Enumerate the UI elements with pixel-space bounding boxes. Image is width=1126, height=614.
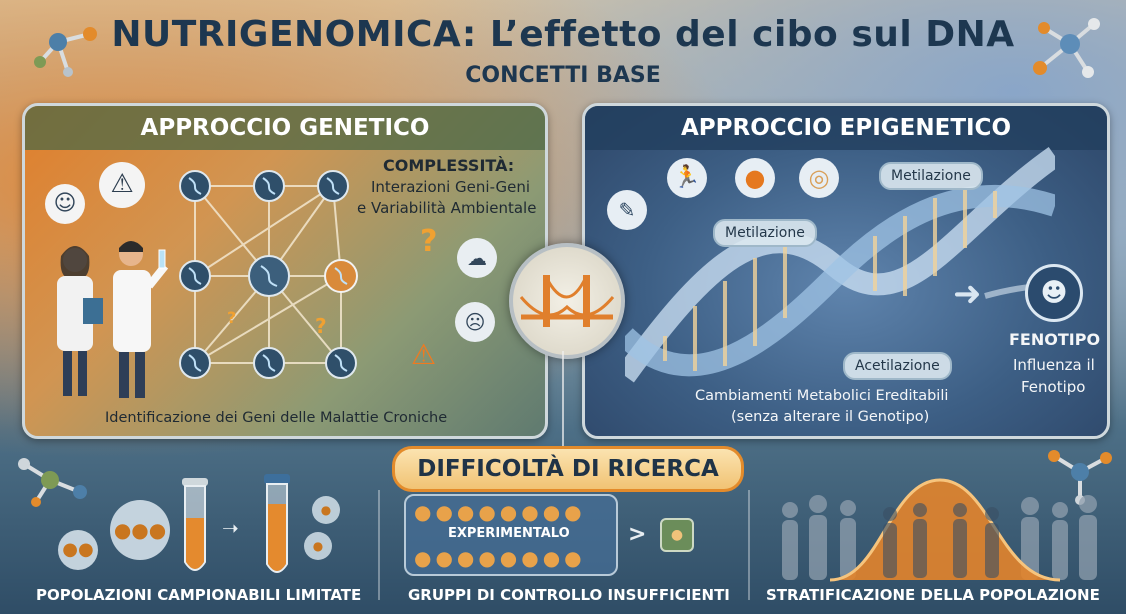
cell-sample-icon: ● [304,532,332,560]
methylation-tag-top: Metilazione [879,162,983,190]
bridge-connector [509,243,625,359]
molecule-icon [1033,18,1100,78]
dna-helix [625,146,1055,383]
limited-populations-label: POPOLAZIONI CAMPIONABILI LIMITATE [36,586,362,604]
epigenetic-caption-line-2: (senza alterare il Genotipo) [731,409,930,425]
main-title: NUTRIGENOMICA: L’effetto del cibo sul DN… [111,14,1015,55]
genetic-caption: Identificazione dei Geni delle Malattie … [105,410,448,426]
experimental-group-box [404,494,618,576]
connector-line [562,351,564,446]
question-icon: ? [420,224,438,259]
chevron-right-icon: > [628,522,647,547]
sub-title: CONCETTI BASE [465,63,661,88]
molecule-icon [18,458,87,507]
molecule-icon [34,27,97,77]
participants-row-bottom: ●●●●●●●● [414,546,586,570]
environment-icon: ☁ [457,238,497,278]
phenotype-arrow-icon: ➜ [953,274,982,314]
svg-text:?: ? [227,308,236,327]
molecule-icon [1048,450,1112,505]
scientists-illustration [57,241,169,398]
population-cluster-icon: ●●● [110,500,170,560]
test-tube-icon [264,474,290,573]
running-icon: 🏃 [667,158,707,198]
population-stratification-label: STRATIFICAZIONE DELLA POPOLAZIONE [766,586,1100,604]
bridge-icon [519,275,615,327]
gene-network: ? ? [179,170,358,379]
cell-sample-icon: ● [312,496,340,524]
genetic-approach-title: APPROCCIO GENETICO [25,106,545,150]
warning-icon: ⚠ [411,338,437,371]
supplement-icon: ✎ [607,190,647,230]
complexity-title: COMPLESSITÀ: [383,156,515,175]
person-bubble-icon: ☺ [45,184,85,224]
phenotype-line-1: Influenza il [1013,356,1095,374]
brain-head-icon: ☻ [1025,264,1083,322]
donut-icon: ◎ [799,158,839,198]
population-stratification-illustration [782,478,1097,582]
control-groups-label: GRUPPI DI CONTROLLO INSUFFICIENTI [408,586,730,604]
genetic-approach-panel: APPROCCIO GENETICO [22,103,548,439]
methylation-tag-left: Metilazione [713,219,817,247]
population-group-icon: ●● [58,530,98,570]
test-tube-icon [182,478,208,571]
warning-bubble-icon: ⚠ [99,162,145,208]
complexity-line-1: Interazioni Geni-Geni [371,178,531,196]
svg-text:?: ? [315,314,327,338]
orange-fruit-icon: ● [735,158,775,198]
control-group-icon: ● [660,518,694,552]
epigenetic-caption-line-1: Cambiamenti Metabolici Ereditabili [695,388,949,404]
epigenetic-approach-title: APPROCCIO EPIGENETICO [585,106,1107,150]
phenotype-line-2: Fenotipo [1021,378,1086,396]
complexity-line-2: e Variabilità Ambientale [357,199,537,217]
participants-row-top: ●●●●●●●● [414,500,586,524]
phenotype-title: FENOTIPO [1009,330,1101,349]
acetylation-tag: Acetilazione [843,352,952,380]
epigenetic-approach-panel: APPROCCIO EPIGENETICO ✎ 🏃 ● ◎ Metilazion… [582,103,1110,439]
experimental-label: EXPERIMENTALO [448,526,570,541]
research-difficulties-banner: DIFFICOLTÀ DI RICERCA [392,446,744,492]
divider [748,490,750,600]
stress-icon: ☹ [455,302,495,342]
arrow-icon: ➝ [222,516,239,540]
divider [378,490,380,600]
